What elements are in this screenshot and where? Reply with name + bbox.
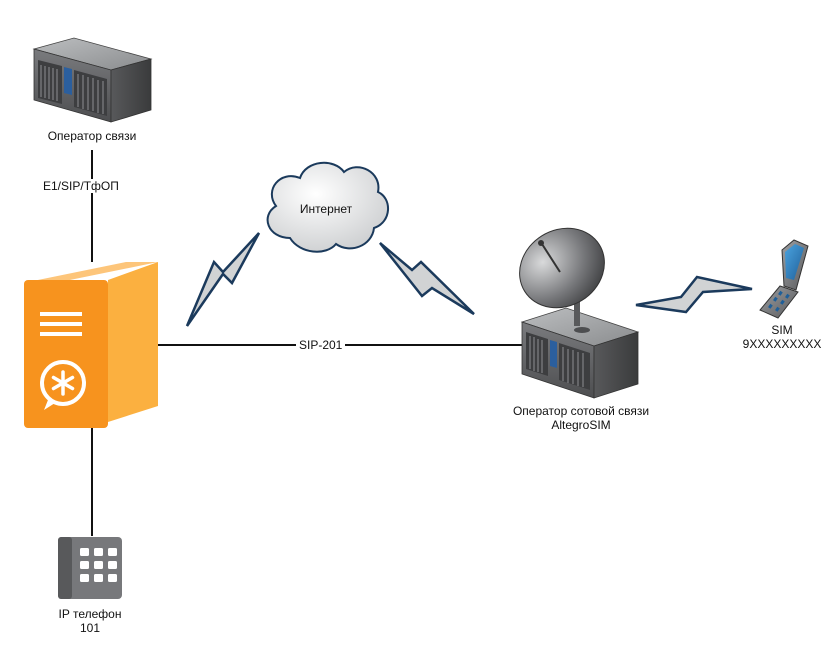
ip-phone-icon: [58, 537, 122, 599]
link-operator-pbx-label: E1/SIP/ТфОП: [40, 179, 122, 193]
asterisk-logo-icon: [51, 370, 75, 396]
mobile-phone-icon: [759, 239, 809, 319]
sim-label: SIM 9XXXXXXXXX: [738, 323, 826, 351]
sim-label-line2: 9XXXXXXXXX: [742, 337, 822, 351]
bolt-pbx-internet-icon: [185, 232, 261, 327]
sim-label-line1: SIM: [771, 323, 793, 337]
ip-phone-label: IP телефон 101: [40, 607, 140, 635]
lightning-bolts: [185, 232, 753, 327]
cellular-operator-server-icon: [520, 307, 640, 399]
operator-server-icon: [32, 37, 153, 123]
internet-cloud-icon: [266, 161, 389, 253]
satellite-dish-icon: [519, 227, 605, 333]
pbx-asterisk-icon: [24, 262, 158, 428]
internet-label: Интернет: [299, 202, 353, 216]
cellular-operator-label-line2: AltegroSIM: [551, 418, 611, 432]
link-pbx-cellular-label: SIP-201: [296, 338, 346, 352]
bolt-internet-cellular-icon: [379, 242, 475, 316]
ip-phone-label-line1: IP телефон: [58, 607, 122, 621]
ip-phone-label-line2: 101: [79, 621, 101, 635]
cellular-operator-label-line1: Оператор сотовой связи: [512, 404, 650, 418]
bolt-cellular-sim-icon: [635, 275, 753, 314]
operator-label: Оператор связи: [47, 129, 137, 143]
cellular-operator-label: Оператор сотовой связи AltegroSIM: [496, 404, 666, 432]
